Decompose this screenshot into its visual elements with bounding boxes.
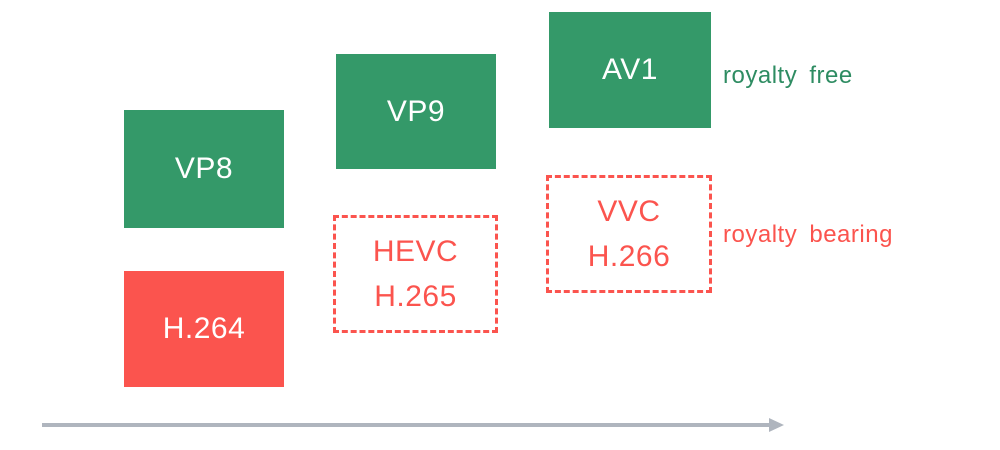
codec-label-hevc-line2: H.265 xyxy=(374,280,457,313)
codec-box-h264: H.264 xyxy=(124,271,284,387)
timeline-arrow-shaft xyxy=(42,423,769,427)
codec-label-vp8: VP8 xyxy=(174,152,234,185)
codec-box-av1: AV1 xyxy=(549,12,711,128)
codec-box-vvc: VVC H.266 xyxy=(546,175,712,293)
codec-label-vp9: VP9 xyxy=(386,94,446,128)
timeline-arrowhead-icon xyxy=(769,418,784,432)
codec-label-vvc-line2: H.266 xyxy=(587,240,671,273)
codec-label-hevc-line1: HEVC xyxy=(372,235,459,268)
codec-box-hevc: HEVC H.265 xyxy=(333,215,498,333)
codec-box-vp8: VP8 xyxy=(124,110,284,228)
codec-label-av1: AV1 xyxy=(602,53,658,86)
codec-box-vp9: VP9 xyxy=(336,54,496,169)
legend-royalty-free: royalty free xyxy=(723,62,853,89)
legend-royalty-bearing: royalty bearing xyxy=(723,221,893,248)
codec-label-h264: H.264 xyxy=(162,312,246,345)
codec-label-vvc-line1: VVC xyxy=(597,195,661,228)
